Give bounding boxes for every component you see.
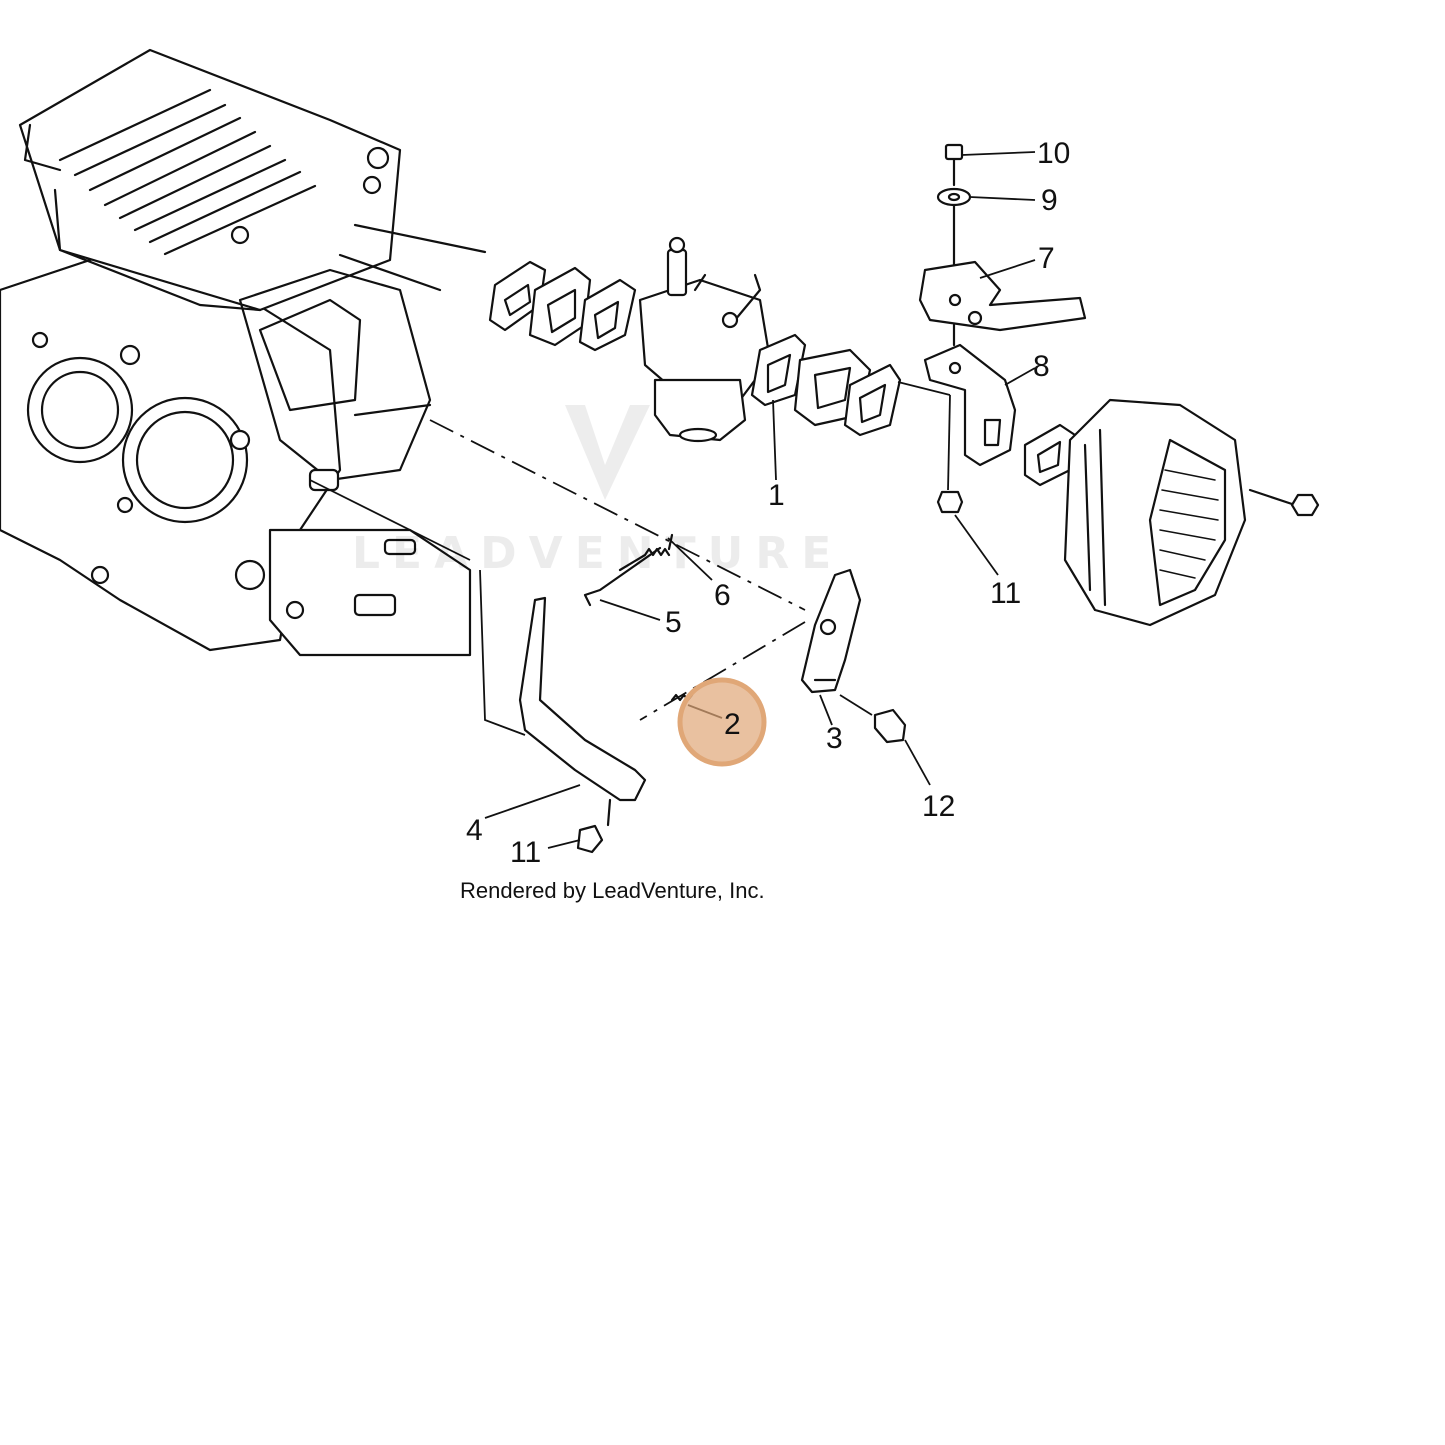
leadventure-watermark: LEADVENTURE (352, 405, 843, 579)
callout-5[interactable]: 5 (665, 606, 682, 639)
callout-labels: 10 9 7 8 1 11 6 5 3 12 4 11 2 (466, 137, 1070, 869)
governor-linkage (309, 419, 907, 854)
callout-11-upper[interactable]: 11 (990, 577, 1021, 610)
engine-illustration (0, 48, 487, 657)
callout-6[interactable]: 6 (714, 579, 731, 612)
callout-2-highlighted[interactable]: 2 (724, 708, 741, 741)
intake-gaskets (488, 260, 637, 352)
callout-12[interactable]: 12 (922, 790, 955, 823)
air-cleaner (1023, 398, 1320, 627)
bracket-stack (918, 143, 1087, 514)
carburetor (638, 236, 772, 443)
callout-8[interactable]: 8 (1033, 350, 1050, 383)
leader-lines (484, 151, 1036, 849)
highlight-ring (677, 677, 767, 767)
callout-7[interactable]: 7 (1038, 242, 1055, 275)
intake-spacer-stack (750, 333, 951, 437)
callout-10[interactable]: 10 (1037, 137, 1070, 170)
callout-9[interactable]: 9 (1041, 184, 1058, 217)
render-credit: Rendered by LeadVenture, Inc. (460, 878, 765, 903)
callout-4[interactable]: 4 (466, 814, 483, 847)
callout-3[interactable]: 3 (826, 722, 843, 755)
highlight-marker (680, 680, 764, 764)
callout-1[interactable]: 1 (768, 479, 785, 512)
callout-11-lower[interactable]: 11 (510, 836, 541, 869)
watermark-text: LEADVENTURE (352, 528, 843, 579)
